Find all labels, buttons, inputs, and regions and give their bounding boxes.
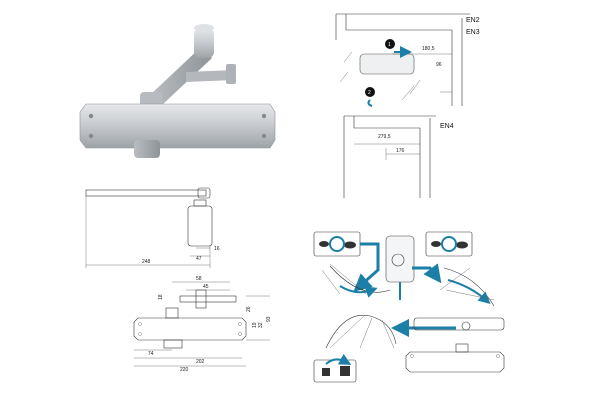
step-2-label: 2 xyxy=(368,90,371,96)
closer-shaft xyxy=(134,140,160,158)
dim-16: 16 xyxy=(214,246,220,252)
main-arm xyxy=(150,48,212,105)
side-elevation-drawing: 248 16 47 xyxy=(85,187,220,268)
closer-plan-small xyxy=(413,317,505,331)
dim-18: 18 xyxy=(158,294,164,300)
arm-bracket xyxy=(226,64,236,84)
step-2-marker xyxy=(365,87,375,97)
install-en4-diagram: 279,5 176 EN4 xyxy=(343,115,454,198)
door-closer-photo xyxy=(79,24,276,158)
dim-overall-length: 248 xyxy=(142,259,151,265)
dim-96: 96 xyxy=(436,62,442,68)
arm-pivot xyxy=(194,28,214,58)
label-en2: EN2 xyxy=(466,17,480,24)
dim-47: 47 xyxy=(196,256,202,262)
label-en4: EN4 xyxy=(440,123,454,130)
valve-block xyxy=(385,235,415,283)
dim-176: 176 xyxy=(396,148,405,154)
dim-58: 58 xyxy=(196,276,202,282)
plan-body xyxy=(133,317,247,341)
adjustment-diagrams xyxy=(313,231,505,383)
label-en3: EN3 xyxy=(466,29,480,36)
plan-drawing: 58 45 18 26 19 32 93 74 202 220 xyxy=(133,276,272,373)
dim-45: 45 xyxy=(203,284,209,290)
step-1-label: 1 xyxy=(388,42,391,48)
speed-adjust-icon-right xyxy=(425,231,473,257)
closer-body-small xyxy=(405,351,505,373)
opening-arc xyxy=(325,314,397,349)
step-1-marker xyxy=(385,39,395,49)
closer-body xyxy=(79,103,276,149)
install-en2-en3-diagram: 180,5 96 1 2 EN2 EN3 xyxy=(335,13,480,107)
dim-74: 74 xyxy=(148,351,154,357)
secondary-arm xyxy=(186,70,234,82)
dim-26: 26 xyxy=(246,306,252,312)
dim-202: 202 xyxy=(196,359,205,365)
dim-279-5: 279,5 xyxy=(378,134,391,140)
dim-32: 32 xyxy=(258,322,264,328)
install-body xyxy=(359,53,415,75)
dim-180-5: 180,5 xyxy=(422,46,435,52)
dim-220: 220 xyxy=(180,367,189,373)
dim-19: 19 xyxy=(252,322,258,328)
dim-93: 93 xyxy=(266,316,272,322)
